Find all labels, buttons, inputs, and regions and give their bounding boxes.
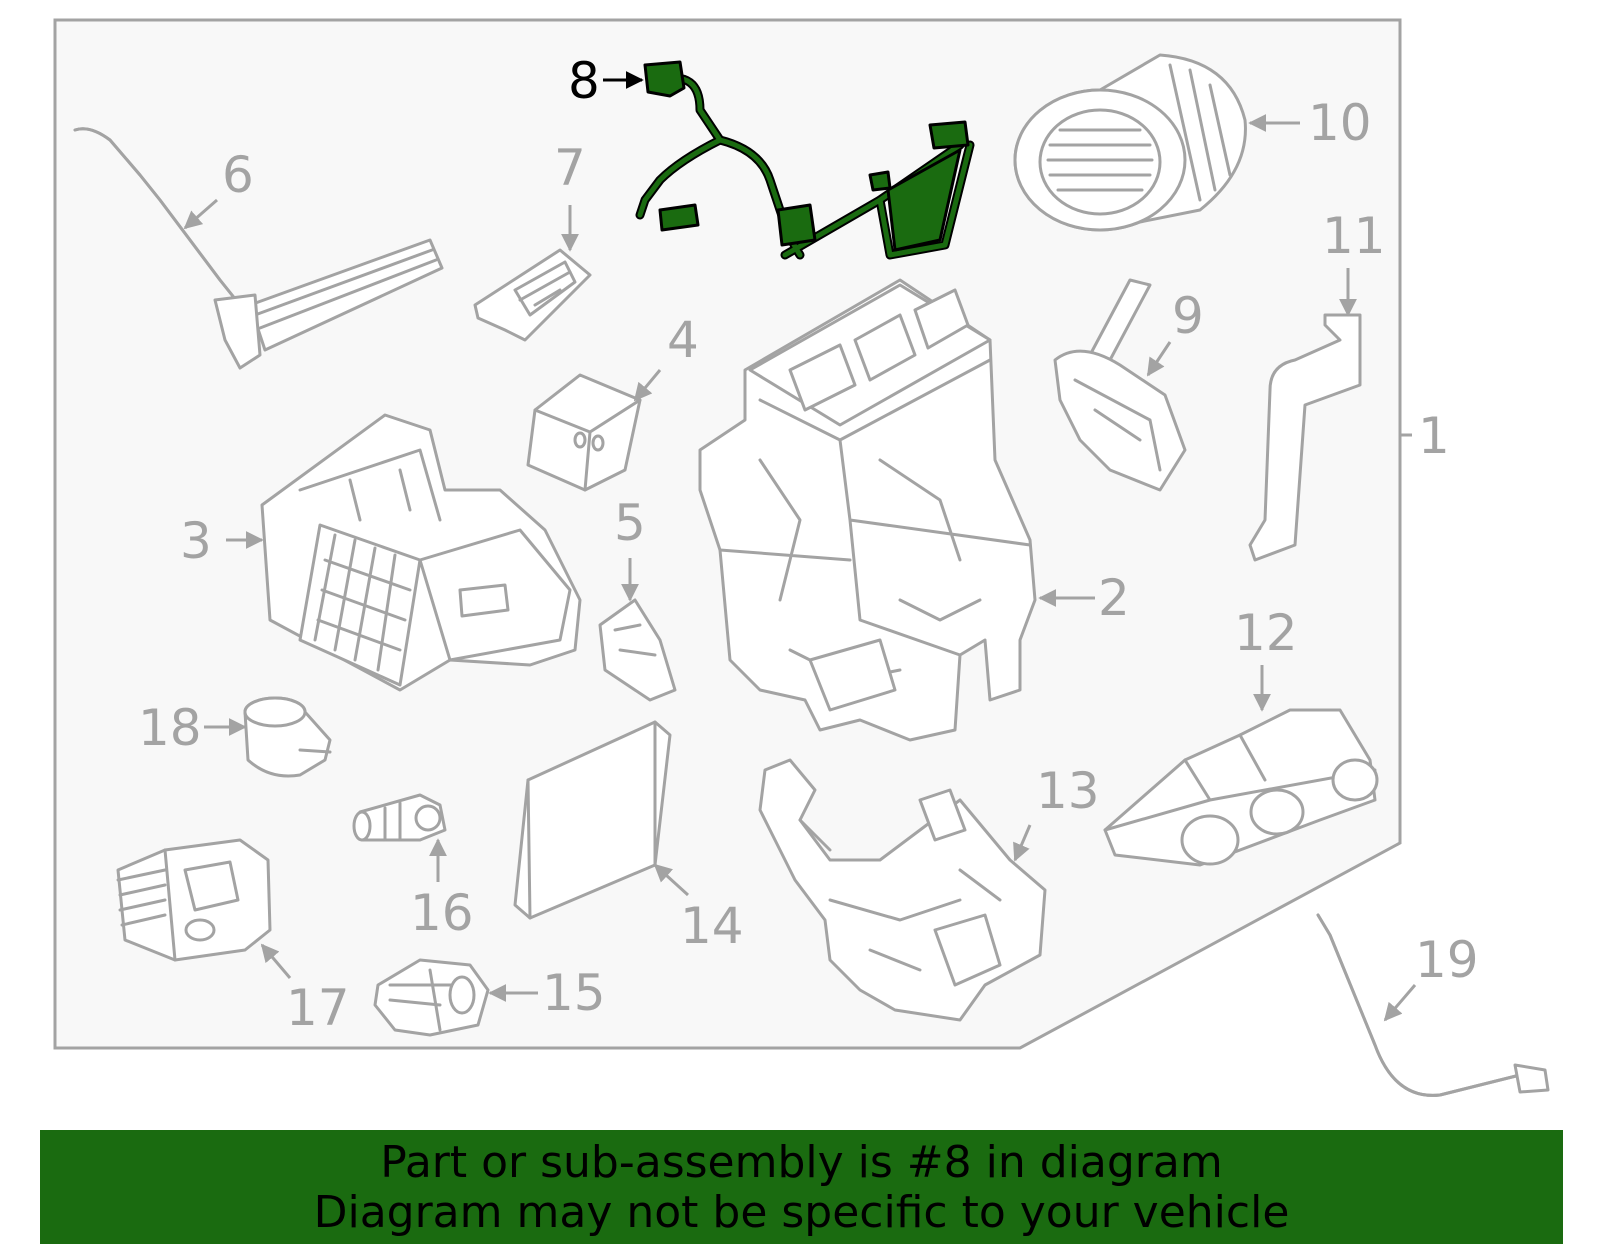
- part-13-duct-assembly[interactable]: [758, 758, 1047, 1022]
- callout-8[interactable]: 8: [568, 52, 600, 110]
- callout-4[interactable]: 4: [667, 311, 699, 369]
- part-8-wire-harness[interactable]: [635, 60, 975, 260]
- part-19-drain-pipe[interactable]: [1316, 913, 1550, 1097]
- part-7-blower-resistor[interactable]: [473, 248, 592, 342]
- callout-19[interactable]: 19: [1415, 931, 1479, 989]
- part-3-blower-housing[interactable]: [260, 413, 582, 692]
- callout-12[interactable]: 12: [1234, 604, 1298, 662]
- part-6-heater-core[interactable]: [73, 127, 444, 370]
- part-16-sensor[interactable]: [352, 793, 447, 842]
- callout-7[interactable]: 7: [554, 139, 586, 197]
- callout-18[interactable]: 18: [138, 699, 202, 757]
- info-banner: Part or sub-assembly is #8 in diagram Di…: [40, 1130, 1563, 1244]
- part-15-motor[interactable]: [373, 958, 490, 1037]
- callout-11[interactable]: 11: [1322, 207, 1386, 265]
- callout-17[interactable]: 17: [286, 979, 350, 1037]
- banner-line-disclaimer: Diagram may not be specific to your vehi…: [313, 1187, 1290, 1238]
- callout-9[interactable]: 9: [1172, 287, 1204, 345]
- callout-labels: 8 1 2 3 4 5 6 7 9 10 11 12 13 14 15 16 1…: [138, 52, 1479, 1037]
- part-4-filter-block[interactable]: [526, 373, 642, 492]
- callout-1[interactable]: 1: [1418, 407, 1450, 465]
- callout-6[interactable]: 6: [222, 146, 254, 204]
- callout-2[interactable]: 2: [1098, 569, 1130, 627]
- callout-10[interactable]: 10: [1308, 94, 1372, 152]
- leader-lines: [183, 71, 1417, 1022]
- part-17-actuator-motor[interactable]: [116, 838, 272, 962]
- part-12-control-panel[interactable]: [1103, 708, 1379, 867]
- callout-13[interactable]: 13: [1036, 762, 1100, 820]
- callout-15[interactable]: 15: [542, 964, 606, 1022]
- part-11-duct[interactable]: [1248, 313, 1362, 562]
- callout-14[interactable]: 14: [680, 897, 744, 955]
- callout-3[interactable]: 3: [180, 512, 212, 570]
- part-2-hvac-housing[interactable]: [698, 278, 1037, 742]
- banner-line-part: Part or sub-assembly is #8 in diagram: [380, 1137, 1223, 1188]
- part-10-blower-motor[interactable]: [1013, 53, 1247, 232]
- callout-16[interactable]: 16: [410, 884, 474, 942]
- part-18-sensor[interactable]: [243, 696, 332, 778]
- part-9-actuator[interactable]: [1053, 278, 1187, 492]
- callout-5[interactable]: 5: [614, 494, 646, 552]
